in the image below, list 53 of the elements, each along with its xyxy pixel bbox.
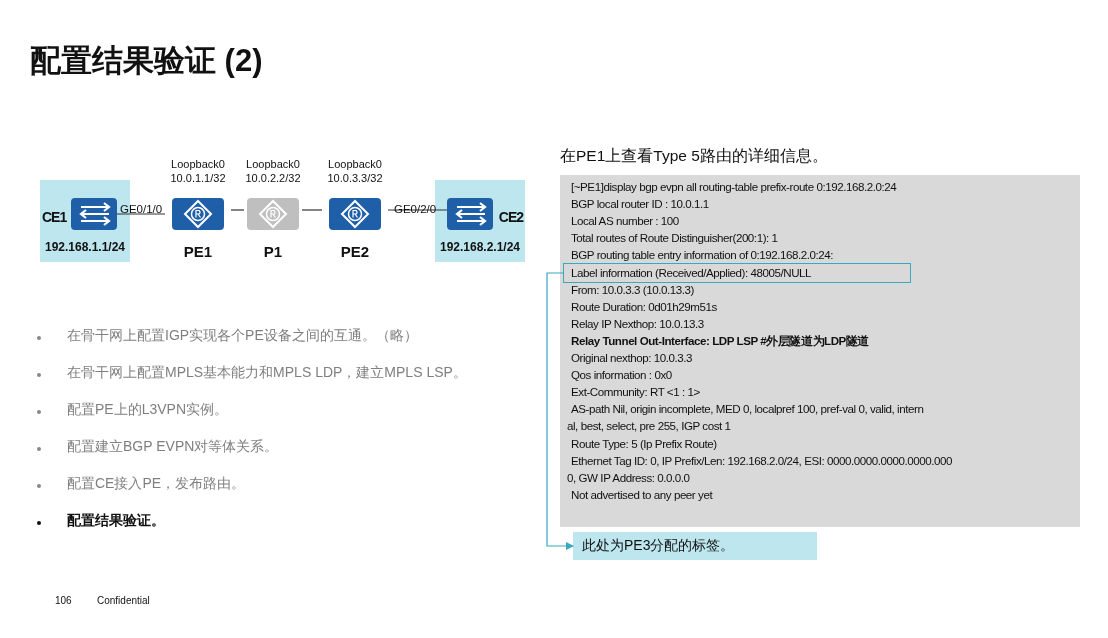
output-line: From: 10.0.3.3 (10.0.13.3) xyxy=(571,281,694,297)
output-line: 0, GW IP Address: 0.0.0.0 xyxy=(567,469,690,485)
output-line: Relay IP Nexthop: 10.0.13.3 xyxy=(571,315,704,331)
output-line: Total routes of Route Distinguisher(200:1): 1 xyxy=(571,230,778,246)
link-line xyxy=(301,209,323,211)
bullet-text: 配置PE上的L3VPN实例。 xyxy=(67,401,229,419)
callout-text: 此处为PE3分配的标签。 xyxy=(582,537,735,555)
output-line: Ext-Community: RT <1 : 1> xyxy=(571,384,700,400)
output-line: al, best, select, pre 255, IGP cost 1 xyxy=(567,418,731,434)
loopback-label: Loopback0 10.0.2.2/32 xyxy=(244,157,302,185)
bullet-text: 在骨干网上配置IGP实现各个PE设备之间的互通。（略） xyxy=(67,327,418,345)
port-label: GE0/2/0 xyxy=(394,203,437,215)
output-line: Ethernet Tag ID: 0, IP Prefix/Len: 192.168.2.0/24, ESI: 0000.0000.0000.0000.000 xyxy=(571,452,953,468)
output-line: Qos information : 0x0 xyxy=(571,367,672,383)
output-line: Relay Tunnel Out-Interface: LDP LSP #外层隧道为LDP隧道 xyxy=(571,332,869,348)
panel-heading: 在PE1上查看Type 5路由的详细信息。 xyxy=(560,146,828,166)
output-line: [~PE1]display bgp evpn all routing-table prefix-route 0:192.168.2.0:24 xyxy=(571,179,897,194)
bullet-text: 配置CE接入PE，发布路由。 xyxy=(67,475,246,493)
footer-text: Confidential xyxy=(97,595,150,606)
device-label: PE2 xyxy=(339,243,371,260)
arrow xyxy=(546,272,574,550)
loopback-label: Loopback0 10.0.3.3/32 xyxy=(326,157,384,185)
bullet-text: 配置结果验证。 xyxy=(67,512,165,530)
slide-title: 配置结果验证 (2) xyxy=(30,42,263,80)
output-line: Route Type: 5 (Ip Prefix Route) xyxy=(571,435,717,451)
link-line xyxy=(230,209,245,211)
page-number: 106 xyxy=(55,595,72,606)
output-line: BGP local router ID : 10.0.1.1 xyxy=(571,196,709,212)
link-line xyxy=(387,209,448,211)
ip-address-label: 192.168.2.1/24 xyxy=(438,240,522,254)
device-label: PE1 xyxy=(182,243,214,260)
bullet-text: 配置建立BGP EVPN对等体关系。 xyxy=(67,438,279,456)
switch-icon xyxy=(447,198,493,230)
output-line: Not advertised to any peer yet xyxy=(571,486,713,502)
output-line: Label information (Received/Applied): 48005/NULL xyxy=(571,265,812,280)
bullet-text: 在骨干网上配置MPLS基本能力和MPLS LDP，建立MPLS LSP。 xyxy=(67,364,467,382)
ip-address-label: 192.168.1.1/24 xyxy=(43,240,127,254)
device-label: P1 xyxy=(262,243,284,260)
output-panel xyxy=(560,175,1080,527)
device-area xyxy=(435,180,525,262)
link-line xyxy=(116,213,166,215)
loopback-label: Loopback0 10.0.1.1/32 xyxy=(169,157,227,185)
device-label: CE1 xyxy=(42,209,67,225)
output-line: BGP routing table entry information of 0:192.168.2.0:24: xyxy=(571,247,834,263)
device-label: CE2 xyxy=(498,209,523,225)
output-line: AS-path Nil, origin incomplete, MED 0, localpref 100, pref-val 0, valid, intern xyxy=(571,401,924,417)
switch-icon xyxy=(71,198,117,230)
highlight-box xyxy=(563,263,911,283)
callout-box xyxy=(573,532,817,560)
output-line: Route Duration: 0d01h29m51s xyxy=(571,298,717,314)
output-line: Local AS number : 100 xyxy=(571,213,679,229)
output-line: Original nexthop: 10.0.3.3 xyxy=(571,350,693,365)
port-label: GE0/1/0 xyxy=(120,203,163,215)
